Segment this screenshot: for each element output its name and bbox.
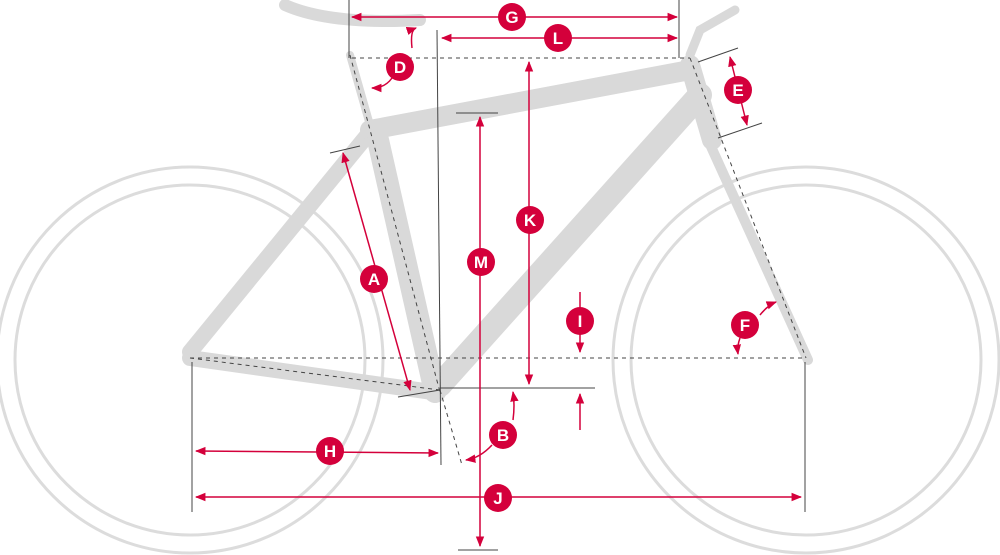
label-m: M [467, 248, 495, 276]
label-f: F [731, 311, 759, 339]
label-h: H [316, 437, 344, 465]
bike-frame [182, 0, 813, 403]
label-b: B [489, 421, 517, 449]
label-k: K [516, 206, 544, 234]
svg-text:B: B [497, 426, 509, 445]
svg-text:G: G [505, 8, 518, 27]
label-i: I [566, 307, 594, 335]
label-e: E [724, 76, 752, 104]
svg-text:K: K [524, 211, 537, 230]
label-d: D [386, 53, 414, 81]
label-l: L [544, 24, 572, 52]
svg-text:H: H [324, 442, 336, 461]
svg-text:L: L [553, 29, 563, 48]
label-a: A [360, 265, 388, 293]
label-j: J [484, 484, 512, 512]
svg-text:M: M [474, 253, 488, 272]
svg-text:I: I [578, 312, 583, 331]
label-g: G [498, 3, 526, 31]
svg-text:E: E [732, 81, 743, 100]
svg-text:J: J [493, 489, 502, 508]
svg-text:A: A [368, 270, 380, 289]
svg-text:D: D [394, 58, 406, 77]
front-wheel [611, 165, 1000, 555]
reference-lines [189, 0, 807, 551]
svg-text:F: F [740, 316, 750, 335]
